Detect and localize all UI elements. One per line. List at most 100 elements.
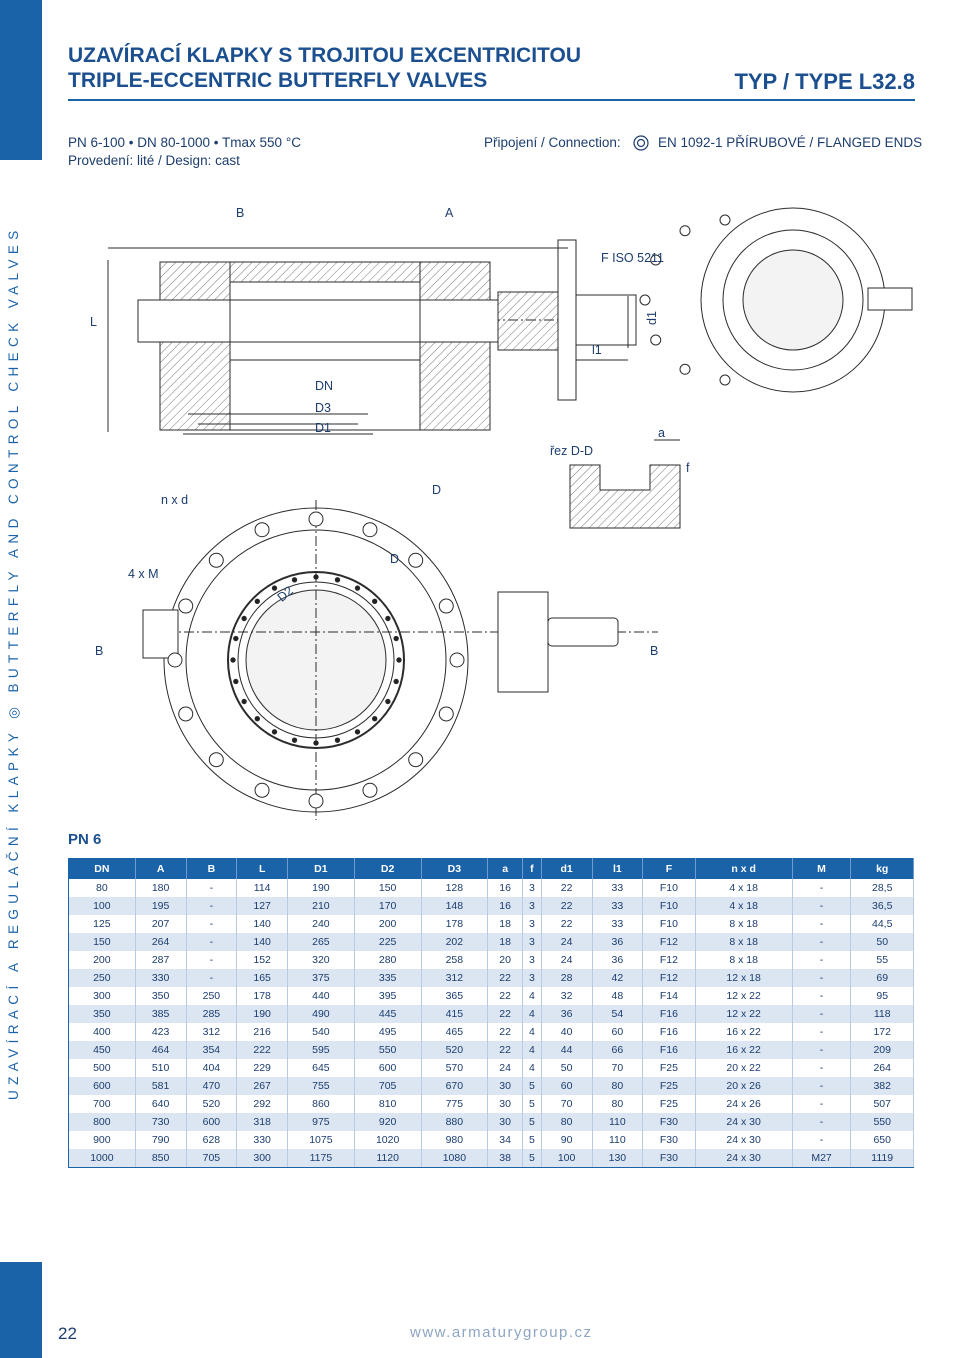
- bolt-hole: [308, 511, 324, 527]
- seat-screw: [241, 615, 247, 622]
- table-header-cell: B: [186, 858, 238, 879]
- table-cell: 330: [135, 969, 187, 987]
- table-cell: 36,5: [850, 897, 914, 915]
- table-cell: F10: [642, 879, 696, 897]
- seat-screw: [233, 678, 239, 685]
- table-cell: 400: [68, 1023, 136, 1041]
- table-cell: F25: [642, 1059, 696, 1077]
- table-cell: 16: [487, 897, 523, 915]
- table-cell: 33: [592, 897, 644, 915]
- table-cell: 54: [592, 1005, 644, 1023]
- sidebar-top-band: [0, 0, 42, 160]
- table-cell: 581: [135, 1077, 187, 1095]
- table-cell: -: [792, 987, 852, 1005]
- table-cell: 700: [68, 1095, 136, 1113]
- label-d1: d1: [645, 311, 659, 325]
- header-divider: [68, 99, 915, 101]
- table-cell: M27: [792, 1149, 852, 1168]
- table-cell: 1000: [68, 1149, 136, 1168]
- seat-screw: [334, 577, 341, 583]
- table-cell: 265: [287, 933, 355, 951]
- table-cell: 320: [287, 951, 355, 969]
- seat-screw: [254, 715, 261, 722]
- table-cell: 180: [135, 879, 187, 897]
- table-cell: F30: [642, 1113, 696, 1131]
- table-cell: 44: [541, 1041, 593, 1059]
- table-cell: 60: [541, 1077, 593, 1095]
- bolt-hole: [362, 782, 378, 798]
- table-cell: 335: [354, 969, 422, 987]
- flange-connection-icon: [633, 135, 649, 151]
- title-en: TRIPLE-ECCENTRIC BUTTERFLY VALVES: [68, 69, 488, 92]
- table-cell: 465: [421, 1023, 489, 1041]
- bolt-hole: [167, 652, 183, 668]
- table-header-cell: D3: [421, 858, 489, 879]
- table-cell: 3: [522, 915, 542, 933]
- table-cell: 975: [287, 1113, 355, 1131]
- table-cell: 80: [592, 1095, 644, 1113]
- table-cell: 22: [487, 1041, 523, 1059]
- table-cell: 50: [850, 933, 914, 951]
- seat-screw: [334, 737, 341, 743]
- table-cell: 810: [354, 1095, 422, 1113]
- table-cell: 312: [186, 1023, 238, 1041]
- table-cell: 95: [850, 987, 914, 1005]
- label-section: řez D-D: [550, 444, 593, 458]
- table-cell: 318: [236, 1113, 289, 1131]
- table-cell: -: [792, 1041, 852, 1059]
- table-cell: 3: [522, 879, 542, 897]
- table-cell: 300: [236, 1149, 289, 1168]
- table-cell: 190: [236, 1005, 289, 1023]
- table-cell: 114: [236, 879, 289, 897]
- table-cell: 860: [287, 1095, 355, 1113]
- spec-line-2: Provedení: lité / Design: cast: [68, 153, 240, 168]
- table-cell: 22: [541, 879, 593, 897]
- table-cell: 118: [850, 1005, 914, 1023]
- table-cell: 880: [421, 1113, 489, 1131]
- table-cell: 395: [354, 987, 422, 1005]
- table-cell: -: [186, 915, 238, 933]
- table-cell: 920: [354, 1113, 422, 1131]
- table-cell: 33: [592, 879, 644, 897]
- table-cell: F16: [642, 1023, 696, 1041]
- table-cell: 645: [287, 1059, 355, 1077]
- table-cell: 5: [522, 1077, 542, 1095]
- table-cell: 550: [850, 1113, 914, 1131]
- table-cell: 3: [522, 951, 542, 969]
- table-cell: 152: [236, 951, 289, 969]
- table-cell: F10: [642, 915, 696, 933]
- table-cell: 5: [522, 1095, 542, 1113]
- table-cell: 100: [68, 897, 136, 915]
- bolt-hole: [408, 552, 424, 568]
- table-cell: 70: [592, 1059, 644, 1077]
- type-label: TYP / TYPE L32.8: [734, 69, 915, 94]
- label-nxd: n x d: [161, 493, 188, 507]
- table-cell: 90: [541, 1131, 593, 1149]
- table-cell: 8 x 18: [695, 933, 793, 951]
- bolt-hole: [178, 598, 194, 614]
- table-cell: 209: [850, 1041, 914, 1059]
- table-cell: 670: [421, 1077, 489, 1095]
- table-cell: 140: [236, 915, 289, 933]
- table-cell: 470: [186, 1077, 238, 1095]
- seat-screw: [271, 585, 278, 591]
- seat-screw: [371, 598, 378, 605]
- table-cell: 178: [421, 915, 489, 933]
- page-number: 22: [58, 1324, 77, 1343]
- bolt-hole: [438, 598, 454, 614]
- table-cell: 510: [135, 1059, 187, 1077]
- website-link[interactable]: www.armaturygroup.cz: [410, 1324, 593, 1341]
- table-header-cell: kg: [850, 858, 914, 879]
- label-b-top: B: [236, 206, 244, 220]
- table-cell: 464: [135, 1041, 187, 1059]
- table-cell: 350: [135, 987, 187, 1005]
- table-cell: 980: [421, 1131, 489, 1149]
- bolt-hole: [308, 793, 324, 809]
- seat-screw: [254, 598, 261, 605]
